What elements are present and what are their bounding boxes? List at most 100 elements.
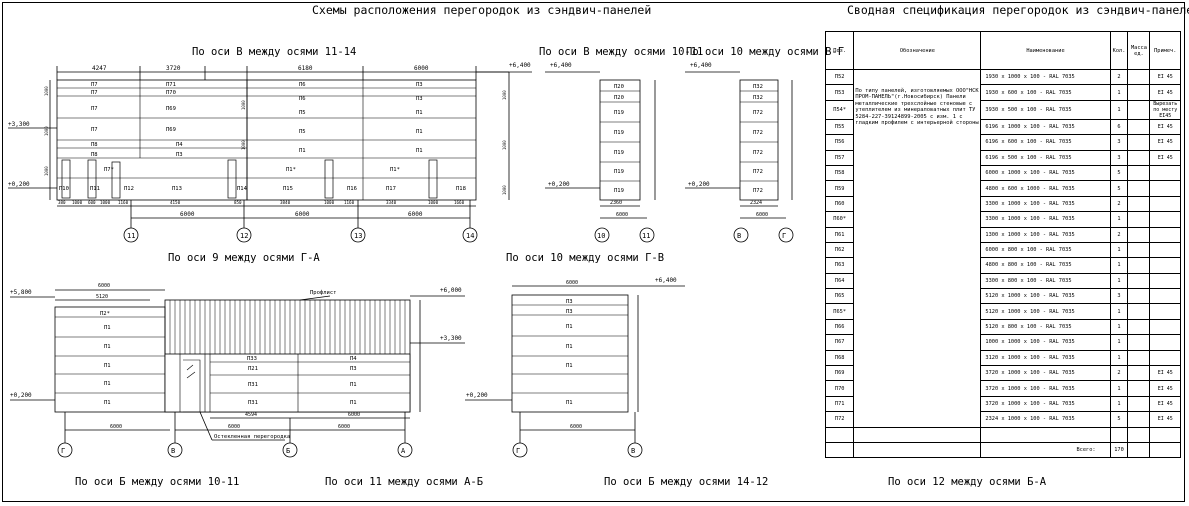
caption-12-b-a: По оси 12 между осями Б-А <box>888 476 1047 488</box>
dim-1000: 1000 <box>44 126 49 136</box>
spec-name: 6196 x 500 x 100 - RAL 7035 <box>980 149 1111 166</box>
dim-6000: 6000 <box>110 424 122 430</box>
spec-name: 3930 x 500 x 100 - RAL 7035 <box>980 99 1111 120</box>
spec-mass <box>1127 195 1151 213</box>
panel-label: П19 <box>614 110 624 116</box>
axis-g: Г <box>516 447 520 455</box>
axis-13: 13 <box>354 232 362 240</box>
spec-pos: П60* <box>824 211 855 228</box>
spec-pos: П62 <box>824 241 855 259</box>
spec-qty: 1 <box>1109 318 1129 336</box>
caption-b-10-11: По оси Б между осями 10-11 <box>75 476 240 488</box>
elev-6400-c: +6,400 <box>690 62 712 69</box>
spec-note <box>1149 349 1181 367</box>
panel-label: П1 <box>104 363 111 369</box>
spec-qty: 2 <box>1109 68 1129 86</box>
elev-0200-b: +0,200 <box>548 181 570 188</box>
spec-note: EI 45 <box>1149 68 1181 86</box>
dim-bottom: 380 <box>58 200 66 205</box>
dim-6000: 6000 <box>295 211 310 218</box>
elevation-9-g-a: +5,800 6000 5120 П2* П1 П1 П1 П1 П1 +0,2… <box>10 283 183 458</box>
panel-label: П7 <box>91 106 98 112</box>
dim-6000-a: 6000 <box>414 65 429 72</box>
spec-note <box>1149 195 1181 213</box>
spec-name: 5120 x 1000 x 100 - RAL 7035 <box>980 288 1111 305</box>
axis-v: В <box>171 447 175 455</box>
dim-bottom: 1000 <box>72 200 83 205</box>
spec-pos: П60 <box>824 195 855 213</box>
dim-1000: 1000 <box>502 185 507 195</box>
panel-label: П31 <box>248 382 258 388</box>
spec-qty: 1 <box>1109 334 1129 351</box>
dim-1000: 1000 <box>502 140 507 150</box>
panel-label: П71 <box>166 82 176 88</box>
header-name: Наименование <box>980 31 1111 70</box>
dim-6000: 6000 <box>408 211 423 218</box>
spec-mass <box>1127 303 1151 320</box>
panel-label: П21 <box>248 366 258 372</box>
dim-1000: 1000 <box>241 140 246 150</box>
spec-pos: П72 <box>824 411 855 428</box>
panel-label: П5 <box>299 129 306 135</box>
spec-qty: 3 <box>1109 149 1129 166</box>
spec-name: 6196 x 600 x 100 - RAL 7035 <box>980 134 1111 151</box>
spec-note <box>1149 226 1181 243</box>
spec-note <box>1149 211 1181 228</box>
panel-label: П10 <box>59 186 69 192</box>
elevation-11-a-b: Профлист П33 П4 П21 П3 П31 П1 П31 П1 <box>164 287 465 458</box>
panel-label: П3 <box>350 366 357 372</box>
spec-qty: 1 <box>1109 303 1129 320</box>
dim-6000: 6000 <box>348 412 360 418</box>
spec-name: 3120 x 1000 x 100 - RAL 7035 <box>980 349 1111 367</box>
panel-label: П3 <box>176 152 183 158</box>
axis-12: 12 <box>240 232 248 240</box>
header-mass: Масса ед. <box>1127 31 1151 70</box>
dim-bottom: 1000 <box>100 200 111 205</box>
panel-label: П13 <box>172 186 182 192</box>
panel-label: П7 <box>91 90 98 96</box>
spec-mass <box>1127 164 1151 182</box>
dim-6000: 6000 <box>98 283 110 289</box>
panel-label: П14 <box>237 186 248 192</box>
spec-name: 3300 x 1000 x 100 - RAL 7035 <box>980 195 1111 213</box>
dim-6000: 6000 <box>756 212 768 218</box>
spec-note: EI 45 <box>1149 395 1181 413</box>
elev-3300-b: +3,300 <box>440 335 462 342</box>
panel-label: П1 <box>566 400 573 406</box>
dim-6000: 6000 <box>616 212 628 218</box>
panel-label: П72 <box>753 150 763 156</box>
panel-label: П3 <box>416 82 423 88</box>
spec-mass <box>1127 257 1151 274</box>
dim-6000: 6000 <box>570 424 582 430</box>
spec-name: 3300 x 1000 x 100 - RAL 7035 <box>980 211 1111 228</box>
caption-v-10-11: По оси В между осями 10-11 <box>539 46 704 58</box>
axis-a: А <box>401 447 406 455</box>
panel-label: П72 <box>753 169 763 175</box>
elev-0200-e: +0,200 <box>466 392 488 399</box>
caption-10-v-g: По оси 10 между осями В-Г <box>686 46 845 58</box>
spec-qty: 5 <box>1109 180 1129 197</box>
elev-0200-c: +0,200 <box>688 181 710 188</box>
spec-pos: П56 <box>824 134 855 151</box>
spec-mass <box>1127 365 1151 382</box>
elev-6400-d: +6,400 <box>655 277 677 284</box>
elev-0200-d: +0,200 <box>10 392 32 399</box>
panel-label: П19 <box>614 150 624 156</box>
panel-label: П4 <box>350 356 357 362</box>
spec-note: EI 45 <box>1149 365 1181 382</box>
main-title: Схемы расположения перегородок из сэндви… <box>312 3 652 17</box>
spec-name: 3300 x 800 x 100 - RAL 7035 <box>980 272 1111 290</box>
spec-pos: П66 <box>824 318 855 336</box>
panel-label: П8 <box>91 142 98 148</box>
spec-name: 6196 x 1000 x 100 - RAL 7035 <box>980 118 1111 136</box>
spec-name: 1930 x 1000 x 100 - RAL 7035 <box>980 68 1111 86</box>
